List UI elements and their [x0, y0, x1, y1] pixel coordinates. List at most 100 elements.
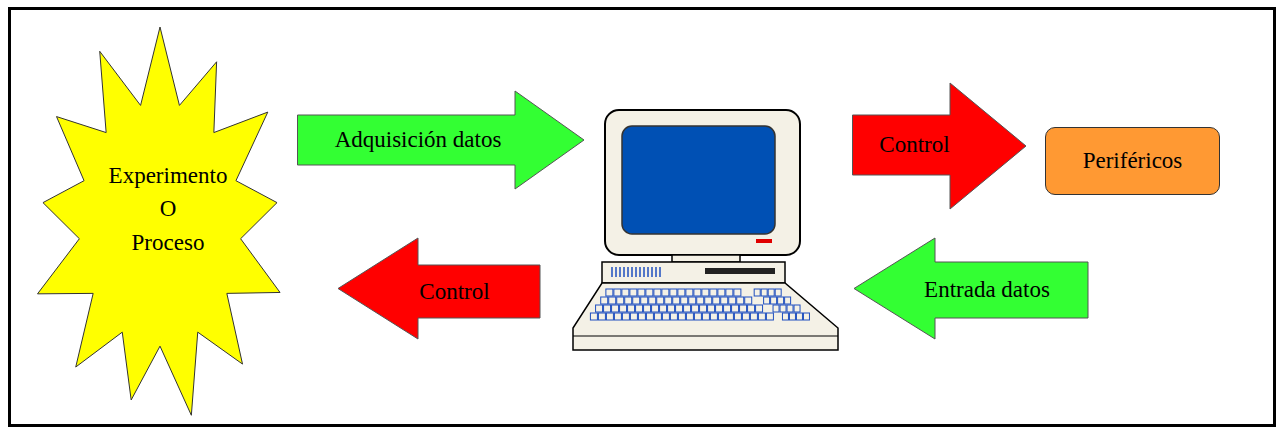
key [787, 305, 793, 312]
key [745, 297, 752, 304]
vent [623, 267, 625, 277]
arrow-shape [854, 238, 1088, 339]
control-arrow: Control [852, 82, 1027, 210]
key [692, 305, 699, 312]
power-led [756, 239, 772, 243]
key [649, 297, 656, 304]
key [617, 297, 624, 304]
key [606, 313, 613, 320]
key [780, 305, 786, 312]
arrow-shape [853, 83, 1027, 209]
key [654, 313, 661, 320]
key [721, 297, 728, 304]
key [638, 313, 645, 320]
key [684, 305, 691, 312]
key [710, 289, 717, 296]
key [734, 313, 741, 320]
key [754, 289, 760, 296]
key [662, 313, 669, 320]
key [700, 305, 707, 312]
keyboard [573, 283, 838, 350]
key [697, 297, 704, 304]
arrow-shape [338, 238, 540, 339]
key [768, 289, 774, 296]
key [785, 297, 791, 304]
key [686, 313, 693, 320]
vent [611, 267, 613, 277]
key [775, 289, 781, 296]
key [614, 289, 621, 296]
key [681, 297, 688, 304]
key [718, 313, 725, 320]
key [794, 305, 800, 312]
key [638, 289, 645, 296]
key [686, 289, 693, 296]
key [750, 313, 757, 320]
key [726, 313, 733, 320]
key [803, 313, 809, 320]
vent [635, 267, 637, 277]
key [694, 289, 701, 296]
key [668, 305, 675, 312]
key [641, 297, 648, 304]
key [771, 297, 777, 304]
key [764, 297, 770, 304]
key [630, 289, 637, 296]
key [694, 313, 701, 320]
computer-case [602, 262, 785, 283]
process-starburst: Experimento O Proceso [28, 26, 292, 422]
node-label: Entrada datos [924, 276, 1050, 304]
key [625, 297, 632, 304]
vent [627, 267, 629, 277]
key [630, 313, 637, 320]
key [796, 313, 802, 320]
key [710, 313, 717, 320]
key [606, 289, 613, 296]
key [609, 297, 616, 304]
data-arrow: Adquisición datos [297, 90, 585, 190]
key [657, 297, 664, 304]
key [633, 297, 640, 304]
node-label: Periféricos [1083, 147, 1183, 175]
key [773, 305, 779, 312]
key [756, 305, 763, 312]
key [620, 305, 627, 312]
key [601, 297, 608, 304]
key [628, 305, 635, 312]
key [716, 305, 723, 312]
key [782, 313, 788, 320]
key [604, 305, 611, 312]
key [778, 297, 784, 304]
key [678, 289, 685, 296]
key [612, 305, 619, 312]
key [622, 313, 629, 320]
key [702, 313, 709, 320]
key [673, 297, 680, 304]
key [652, 305, 659, 312]
arrow-shape [298, 91, 585, 189]
vent [631, 267, 633, 277]
key [644, 305, 651, 312]
data-arrow: Entrada datos [853, 237, 1088, 340]
key [654, 289, 661, 296]
key [766, 313, 773, 320]
starburst-outline [28, 26, 292, 422]
key [734, 289, 741, 296]
key [660, 305, 667, 312]
monitor [605, 110, 800, 255]
key [748, 305, 755, 312]
key [670, 289, 677, 296]
computer-illustration [573, 110, 838, 350]
key [596, 305, 603, 312]
vent [639, 267, 641, 277]
screen [622, 126, 775, 234]
key [732, 305, 739, 312]
key [758, 313, 765, 320]
frame [10, 9, 1275, 426]
peripherals-box: Periféricos [1045, 127, 1220, 195]
vent [619, 267, 621, 277]
key [740, 305, 747, 312]
starburst-shape [38, 27, 281, 415]
key [726, 289, 733, 296]
